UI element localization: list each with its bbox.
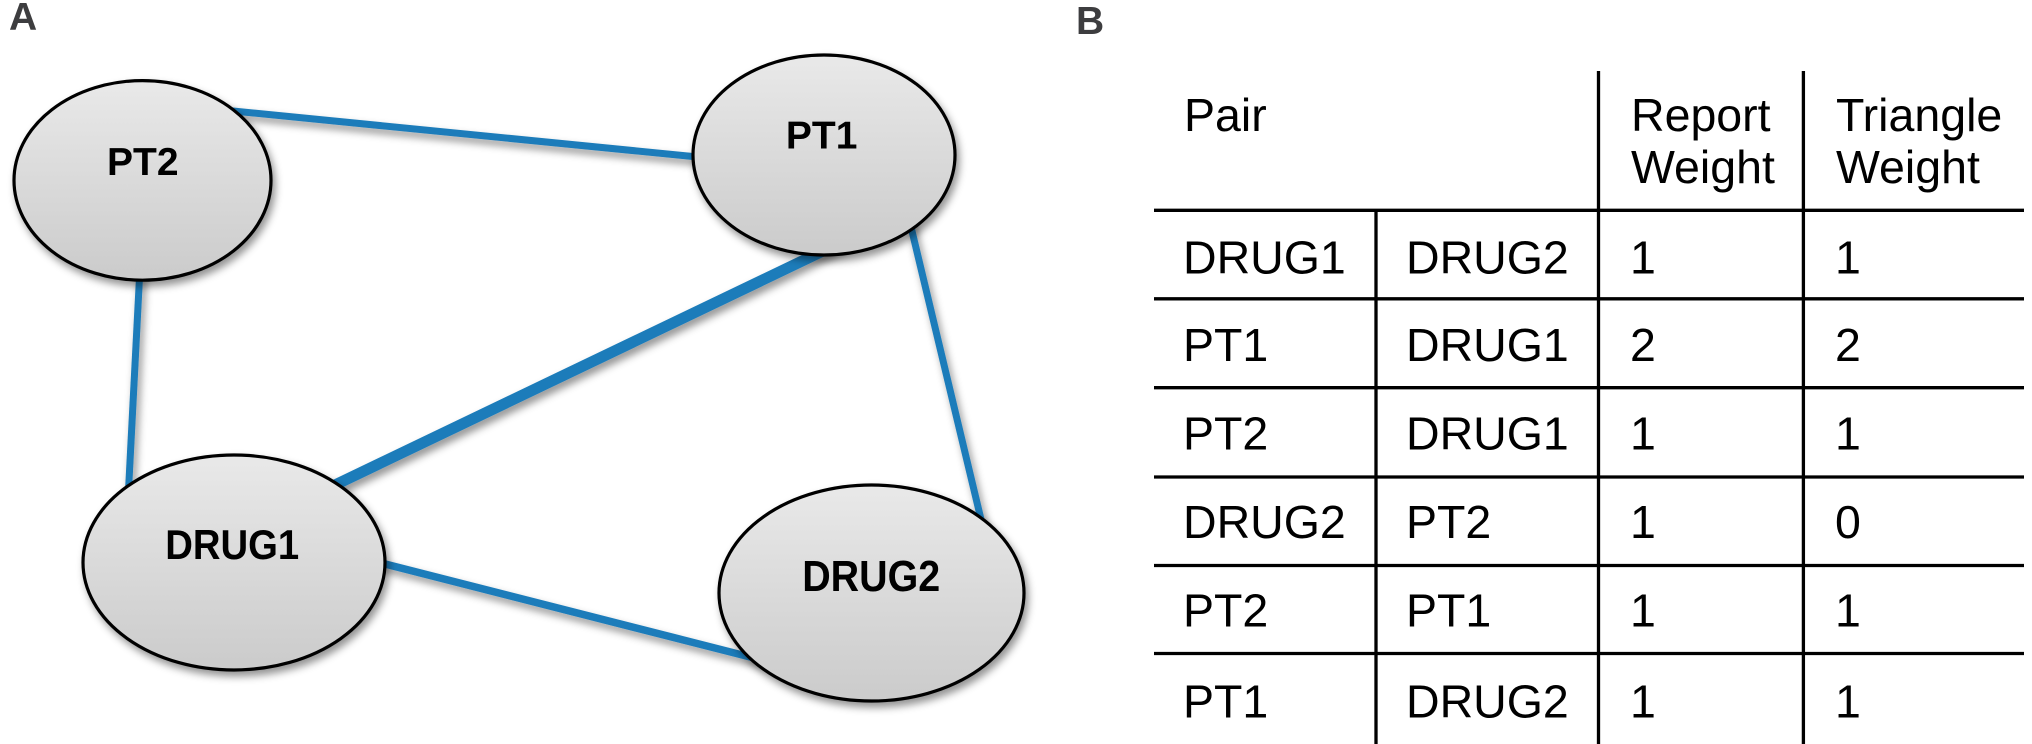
svg-text:PT2: PT2: [1183, 408, 1268, 460]
svg-text:B: B: [1076, 0, 1104, 43]
svg-text:2: 2: [1835, 319, 1861, 371]
svg-text:A: A: [9, 0, 37, 39]
svg-text:1: 1: [1630, 496, 1656, 548]
svg-text:1: 1: [1630, 676, 1656, 728]
svg-text:PT2: PT2: [1183, 585, 1268, 637]
svg-text:0: 0: [1835, 496, 1861, 548]
svg-text:PT1: PT1: [1183, 319, 1268, 371]
svg-text:DRUG2: DRUG2: [1406, 676, 1569, 728]
svg-text:Triangle: Triangle: [1836, 89, 2002, 141]
svg-text:1: 1: [1835, 232, 1861, 284]
svg-text:1: 1: [1630, 585, 1656, 637]
svg-text:DRUG1: DRUG1: [1406, 319, 1569, 371]
svg-text:1: 1: [1630, 408, 1656, 460]
svg-text:1: 1: [1835, 585, 1861, 637]
svg-text:1: 1: [1630, 232, 1656, 284]
svg-text:Report: Report: [1631, 89, 1771, 141]
svg-text:PT2: PT2: [107, 141, 179, 184]
svg-text:PT1: PT1: [786, 114, 858, 157]
svg-text:Pair: Pair: [1184, 89, 1267, 141]
svg-text:DRUG1: DRUG1: [165, 521, 299, 568]
svg-text:DRUG1: DRUG1: [1183, 232, 1346, 284]
svg-text:DRUG1: DRUG1: [1406, 408, 1569, 460]
svg-text:PT2: PT2: [1406, 496, 1491, 548]
svg-text:1: 1: [1835, 408, 1861, 460]
svg-text:Weight: Weight: [1631, 141, 1775, 193]
svg-text:2: 2: [1630, 319, 1656, 371]
svg-text:1: 1: [1835, 676, 1861, 728]
svg-text:DRUG2: DRUG2: [1406, 232, 1569, 284]
svg-text:DRUG2: DRUG2: [1183, 496, 1346, 548]
svg-text:PT1: PT1: [1406, 585, 1491, 637]
svg-text:DRUG2: DRUG2: [802, 552, 940, 601]
svg-text:PT1: PT1: [1183, 676, 1268, 728]
svg-text:Weight: Weight: [1836, 141, 1980, 193]
